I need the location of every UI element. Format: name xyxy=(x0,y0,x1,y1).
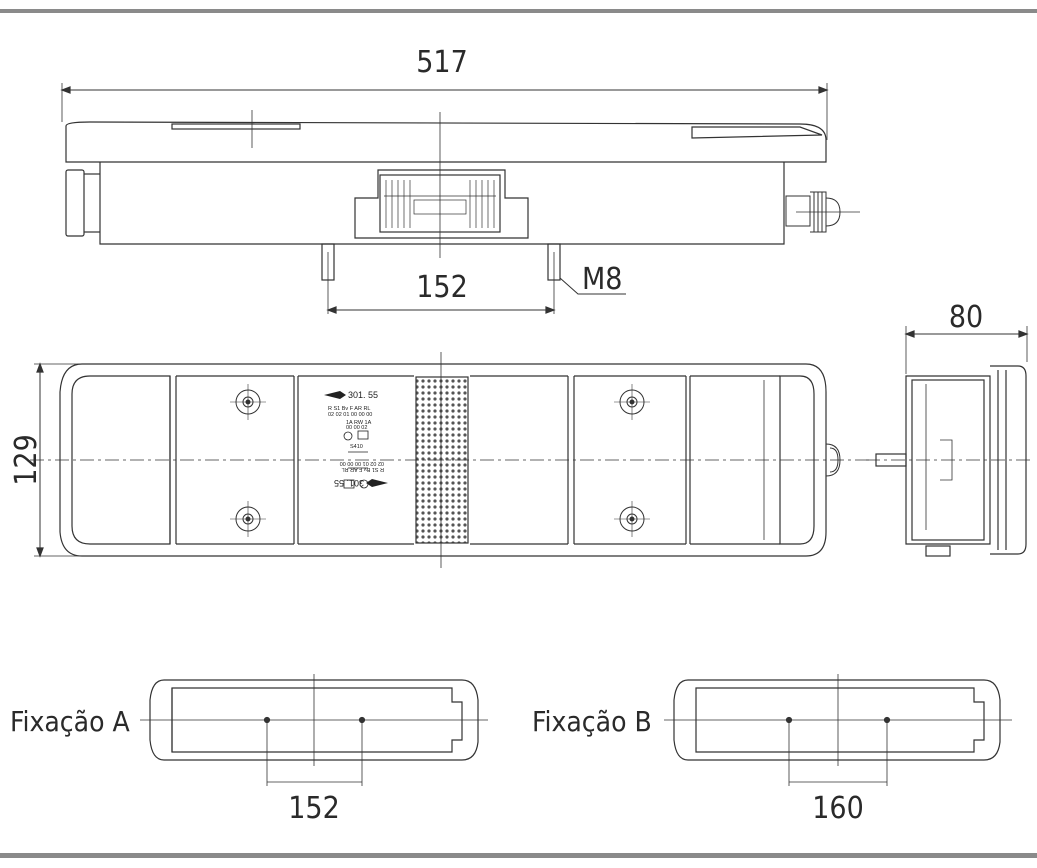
svg-text:R S1 Bv F AR RL: R S1 Bv F AR RL xyxy=(342,466,385,472)
fixation-b-view xyxy=(664,674,1012,786)
thread-label: M8 xyxy=(582,262,622,297)
front-view xyxy=(30,352,870,568)
mount-spacing-label: 152 xyxy=(416,270,468,305)
fix-b-spacing-label: 160 xyxy=(812,791,864,826)
bottom-border xyxy=(0,853,1037,858)
lens-markings: 301. 55 R S1 Bv F AR RL 02 02 01 00 00 0… xyxy=(324,390,388,489)
fixation-b-label: Fixação B xyxy=(532,705,652,738)
svg-text:02 02 01 00 00 00: 02 02 01 00 00 00 xyxy=(340,460,384,466)
side-view xyxy=(866,326,1034,557)
total-length-label: 517 xyxy=(416,45,468,80)
svg-text:00 00 02: 00 00 02 xyxy=(346,425,367,431)
height-label: 129 xyxy=(9,434,44,486)
svg-text:301. 55: 301. 55 xyxy=(334,478,364,488)
fix-a-spacing-label: 152 xyxy=(288,791,340,826)
fixation-a-view xyxy=(140,674,488,786)
model-marking: 301. 55 xyxy=(348,390,378,400)
depth-label: 80 xyxy=(949,300,983,335)
svg-text:02 02 01 00 00 00: 02 02 01 00 00 00 xyxy=(328,412,372,418)
code-marking: S410 xyxy=(350,444,363,450)
fixation-a-label: Fixação A xyxy=(10,705,130,738)
top-border xyxy=(0,9,1037,13)
svg-text:R S1 Bv F AR RL: R S1 Bv F AR RL xyxy=(328,406,371,412)
top-view xyxy=(60,83,860,314)
svg-text:1A RW 1A: 1A RW 1A xyxy=(346,420,372,426)
